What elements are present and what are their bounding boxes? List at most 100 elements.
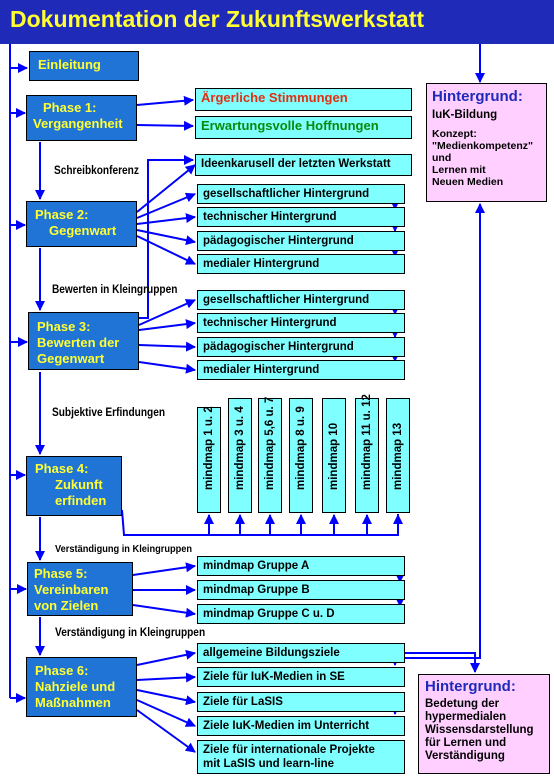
mindmap-2-label: mindmap 3 u. 4 [234,406,246,490]
background-1-line-4: und [432,152,452,164]
phase-1-box[interactable]: Phase 1: Vergangenheit [26,95,137,141]
mindmap-7[interactable]: mindmap 13 [386,398,410,513]
connector-arrow-16 [136,120,194,131]
phase-5-box[interactable]: Phase 5: Vereinbaren von Zielen [27,562,133,616]
phase-2-item-4-label: pädagogischer Hintergrund [203,235,354,247]
connector-arrow-23 [138,299,196,326]
phase-6-line-2: Nahziele und [35,679,116,694]
mindmap-6[interactable]: mindmap 11 u. 12 [355,394,379,513]
mindmap-2[interactable]: mindmap 3 u. 4 [228,398,252,513]
phase-6-item-4[interactable]: Ziele IuK-Medien im Unterricht [197,716,405,736]
mindmap-3-label: mindmap 5,6 u. 7 [264,396,276,490]
connector-label-verstaendigung-2: Verständigung in Kleingruppen [55,627,206,639]
phase-1-line-2: Vergangenheit [33,116,123,131]
phase-4-line-2: Zukunft [55,477,103,492]
mindmap-6-label: mindmap 11 u. 12 [361,394,373,490]
phase-3-item-3[interactable]: pädagogischer Hintergrund [197,337,405,357]
background-1-line-1: IuK-Bildung [432,109,498,121]
connector-arrow-26 [138,361,196,374]
phase-2-item-4[interactable]: pädagogischer Hintergrund [197,231,405,251]
phase-3-item-3-label: pädagogischer Hintergrund [203,341,354,353]
connector-arrow-27 [121,509,399,536]
phase-2-item-2-label: gesellschaftlicher Hintergrund [203,188,370,200]
phase-1-item-1-label: Ärgerliche Stimmungen [201,90,348,105]
phase-5-item-3[interactable]: mindmap Gruppe C u. D [197,604,405,624]
phase-1-item-1[interactable]: Ärgerliche Stimmungen [195,88,412,111]
phase-6-item-1[interactable]: allgemeine Bildungsziele [197,643,405,663]
phase-5-item-1[interactable]: mindmap Gruppe A [197,556,405,576]
phase-3-item-4-label: medialer Hintergrund [203,364,320,376]
phase-4-line-3: erfinden [55,493,107,508]
phase-6-item-3-label: Ziele für LaSIS [203,696,283,708]
phase-1-item-2-label: Erwartungsvolle Hoffnungen [201,118,379,133]
connector-arrow-17 [136,164,196,213]
connector-arrow-20 [136,229,196,246]
phase-3-item-1-label: gesellschaftlicher Hintergrund [203,294,370,306]
phase-3-line-3: Gegenwart [37,351,105,366]
phase-5-line-3: von Zielen [34,598,99,613]
connector-arrow-19 [136,213,196,225]
background-1-heading: Hintergrund: [432,88,523,105]
phase-3-item-4[interactable]: medialer Hintergrund [197,360,405,380]
background-box-2[interactable]: Hintergrund: Bedetung der hypermedialen … [418,674,550,774]
phase-1-item-2[interactable]: Erwartungsvolle Hoffnungen [195,116,412,139]
background-2-line-3: Wissensdarstellung [425,724,534,736]
phase-5-item-2-label: mindmap Gruppe B [203,584,310,596]
mindmap-3[interactable]: mindmap 5,6 u. 7 [258,396,282,513]
mindmap-5[interactable]: mindmap 10 [322,398,346,513]
phase-2-box[interactable]: Phase 2: Gegenwart [26,201,137,247]
phase-4-box[interactable]: Phase 4: Zukunft erfinden [26,456,122,516]
phase-2-item-1[interactable]: Ideenkarusell der letzten Werkstatt [195,154,412,176]
background-box-1[interactable]: Hintergrund: IuK-Bildung Konzept: "Medie… [426,83,547,202]
phase-4-line-1: Phase 4: [35,461,89,476]
phase-2-item-1-label: Ideenkarusell der letzten Werkstatt [201,158,391,170]
phase-3-line-2: Bewerten der [37,335,120,350]
phase-2-item-5[interactable]: medialer Hintergrund [197,254,405,274]
phase-5-item-2[interactable]: mindmap Gruppe B [197,580,405,600]
connector-arrow-43 [136,699,196,727]
phase-3-item-2-label: technischer Hintergrund [203,317,337,329]
connector-label-bewerten: Bewerten in Kleingruppen [52,284,178,296]
page-title: Dokumentation der Zukunftswerkstatt [0,0,554,44]
phase-5-item-3-label: mindmap Gruppe C u. D [203,608,335,620]
phase-3-box[interactable]: Phase 3: Bewerten der Gegenwart [28,312,139,370]
phase-3-item-2[interactable]: technischer Hintergrund [197,313,405,333]
phase-2-item-3[interactable]: technischer Hintergrund [197,207,405,227]
phase-6-item-2[interactable]: Ziele für IuK-Medien in SE [197,667,405,687]
phase-6-item-5[interactable]: Ziele für internationale Projekte mit La… [197,740,405,774]
connector-arrow-22 [139,155,194,319]
mindmap-5-label: mindmap 10 [328,422,340,490]
connector-arrow-54 [405,203,485,659]
background-2-line-4: für Lernen und [425,737,507,749]
phase-5-item-1-label: mindmap Gruppe A [203,560,310,572]
background-2-line-2: hypermedialen [425,711,507,723]
connector-label-verstaendigung-1: Verständigung in Kleingruppen [55,543,193,555]
phase-6-box[interactable]: Phase 6: Nahziele und Maßnahmen [26,657,137,717]
background-1-line-6: Neuen Medien [432,176,504,188]
connector-arrow-21 [136,235,196,265]
phase-1-line-1: Phase 1: [43,100,97,115]
phase-6-item-2-label: Ziele für IuK-Medien in SE [203,671,345,683]
phase-3-item-1[interactable]: gesellschaftlicher Hintergrund [197,290,405,310]
phase-2-line-2: Gegenwart [49,223,117,238]
phase-6-item-1-label: allgemeine Bildungsziele [203,647,340,659]
connector-arrow-25 [138,341,196,352]
connector-label-schreibkonferenz: Schreibkonferenz [54,165,139,177]
mindmap-4-label: mindmap 8 u. 9 [295,406,307,490]
background-2-line-5: Verständigung [425,750,505,762]
phase-6-item-5-label: Ziele für internationale Projekte mit La… [203,744,375,770]
connector-arrow-37 [132,604,196,618]
background-1-line-5: Lernen mit [432,164,486,176]
phase-2-item-2[interactable]: gesellschaftlicher Hintergrund [197,184,405,204]
phase-6-item-3[interactable]: Ziele für LaSIS [197,692,405,712]
intro-box[interactable]: Einleitung [29,51,139,81]
connector-label-subjektive-erfindungen: Subjektive Erfindungen [52,407,166,419]
connector-arrow-24 [138,319,196,331]
connector-arrow-40 [136,649,196,666]
mindmap-1[interactable]: mindmap 1 u. 2 [197,406,221,513]
mindmap-4[interactable]: mindmap 8 u. 9 [289,398,313,513]
phase-6-item-4-label: Ziele IuK-Medien im Unterricht [203,720,370,732]
mindmap-7-label: mindmap 13 [392,422,404,490]
connector-arrow-18 [136,192,196,219]
